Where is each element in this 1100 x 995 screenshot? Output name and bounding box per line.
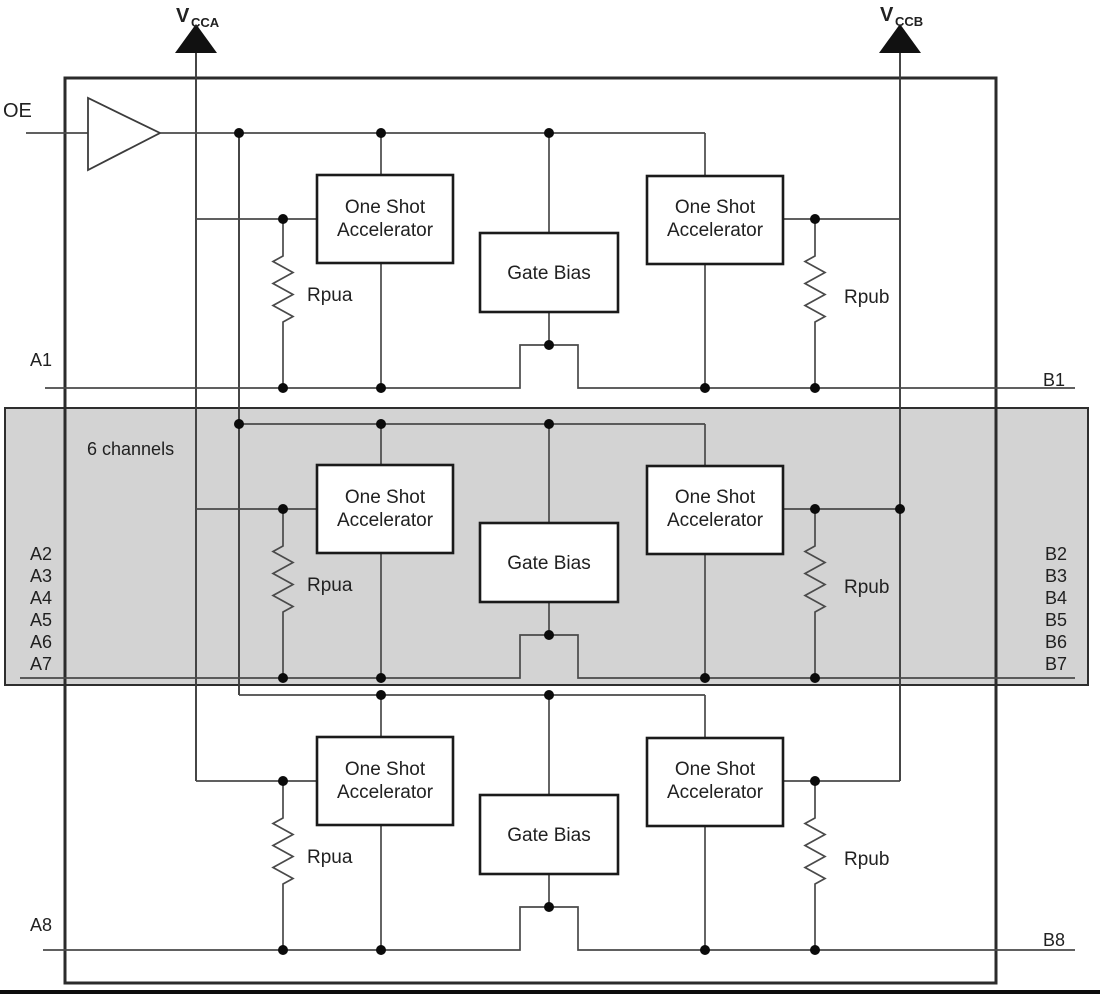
- b-mid-pin-labels: B2 B3 B4 B5 B6 B7: [1045, 544, 1067, 674]
- channel-1-resistor-rpua: [271, 219, 295, 388]
- one-shot-label: One Shot: [675, 487, 756, 508]
- gate-bias-label: Gate Bias: [507, 553, 590, 574]
- one-shot-accelerator-box-a1: [315, 173, 455, 265]
- accelerator-label: Accelerator: [667, 782, 764, 803]
- channel-2-resistor-rpub: [803, 509, 827, 678]
- vccb-label: V: [880, 4, 894, 26]
- pin-label-b2: B2: [1045, 544, 1067, 564]
- vccb-arrow-icon: [879, 24, 921, 53]
- channel-1: One Shot Accelerator One Shot Accelerato…: [30, 128, 1075, 393]
- channel-3: One Shot Accelerator One Shot Accelerato…: [30, 690, 1075, 955]
- rpub-label: Rpub: [844, 849, 889, 870]
- one-shot-accelerator-box-b-mid: [645, 464, 785, 556]
- oe-label: OE: [3, 100, 32, 122]
- one-shot-accelerator-box-a-mid: [315, 463, 455, 555]
- device-outline-box: [63, 76, 998, 985]
- pin-label-b5: B5: [1045, 610, 1067, 630]
- pin-label-a4: A4: [30, 588, 52, 608]
- pin-label-a7: A7: [30, 654, 52, 674]
- channel-1-resistor-rpub: [803, 219, 827, 388]
- channel-1-junction-dots: [234, 128, 820, 393]
- vcca-label: V: [176, 5, 190, 27]
- six-channels-note: 6 channels: [87, 439, 174, 459]
- vcca-label-subscript: CCA: [191, 15, 220, 30]
- channel-1-line-a1-b1: [45, 344, 1075, 389]
- channel-3-resistor-rpub: [803, 781, 827, 950]
- rpua-label: Rpua: [307, 285, 353, 306]
- channel-2-wires: [196, 423, 900, 678]
- channel-2-junction-dots: [234, 419, 905, 683]
- pin-label-a1: A1: [30, 350, 52, 370]
- channel-1-wires: [160, 132, 900, 388]
- accelerator-label: Accelerator: [337, 782, 434, 803]
- one-shot-label: One Shot: [345, 487, 426, 508]
- channel-2: One Shot Accelerator One Shot Accelerato…: [20, 419, 1075, 683]
- vcca-arrow-icon: [175, 24, 217, 53]
- gate-bias-box-2: [478, 521, 620, 604]
- rpub-label: Rpub: [844, 577, 889, 598]
- pin-label-a8: A8: [30, 915, 52, 935]
- a-mid-pin-labels: A2 A3 A4 A5 A6 A7: [30, 544, 52, 674]
- channel-3-junction-dots: [278, 690, 820, 955]
- vccb-label-subscript: CCB: [895, 14, 923, 29]
- gate-bias-label: Gate Bias: [507, 263, 590, 284]
- rpua-label: Rpua: [307, 575, 353, 596]
- gate-bias-box-1: [478, 231, 620, 314]
- pin-label-b6: B6: [1045, 632, 1067, 652]
- pin-label-b4: B4: [1045, 588, 1067, 608]
- one-shot-label: One Shot: [345, 759, 426, 780]
- channel-3-wires: [196, 694, 900, 950]
- channel-3-line-a8-b8: [43, 906, 1075, 951]
- page-bottom-border: [0, 990, 1100, 994]
- pin-label-a2: A2: [30, 544, 52, 564]
- oe-buffer-icon: [87, 96, 163, 172]
- pin-label-b1: B1: [1043, 370, 1065, 390]
- one-shot-accelerator-box-b8: [645, 736, 785, 828]
- rpub-label: Rpub: [844, 287, 889, 308]
- accelerator-label: Accelerator: [337, 220, 434, 241]
- pin-label-b7: B7: [1045, 654, 1067, 674]
- one-shot-label: One Shot: [675, 759, 756, 780]
- rpua-label: Rpua: [307, 847, 353, 868]
- pin-label-a6: A6: [30, 632, 52, 652]
- one-shot-accelerator-box-b1: [645, 174, 785, 266]
- pin-label-a3: A3: [30, 566, 52, 586]
- one-shot-accelerator-box-a8: [315, 735, 455, 827]
- one-shot-label: One Shot: [345, 197, 426, 218]
- one-shot-label: One Shot: [675, 197, 756, 218]
- pin-label-b8: B8: [1043, 930, 1065, 950]
- accelerator-label: Accelerator: [337, 510, 434, 531]
- gate-bias-box-3: [478, 793, 620, 876]
- channel-3-resistor-rpua: [271, 781, 295, 950]
- accelerator-label: Accelerator: [667, 510, 764, 531]
- pin-label-a5: A5: [30, 610, 52, 630]
- accelerator-label: Accelerator: [667, 220, 764, 241]
- channel-2-resistor-rpua: [271, 509, 295, 678]
- gate-bias-label: Gate Bias: [507, 825, 590, 846]
- pin-label-b3: B3: [1045, 566, 1067, 586]
